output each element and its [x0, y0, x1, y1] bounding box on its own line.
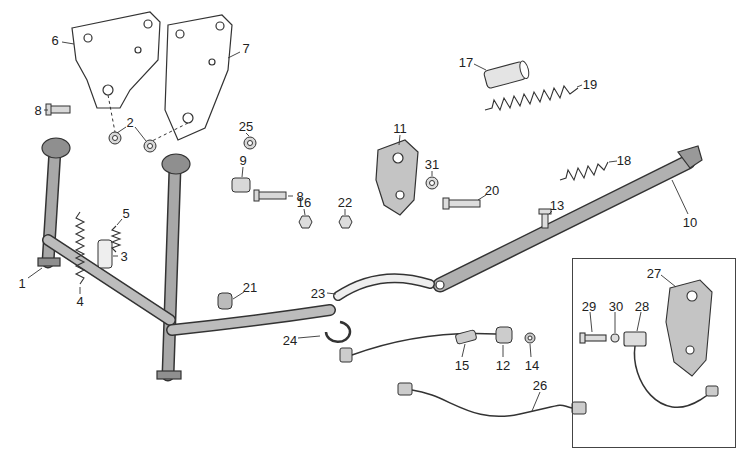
callout-number: 11: [393, 121, 407, 136]
callout-number: 25: [239, 119, 253, 134]
inset-panel: 27 29 30 28: [572, 258, 736, 448]
callout-number: 4: [76, 294, 83, 309]
callout-number: 6: [51, 33, 58, 48]
callout-number: 14: [525, 358, 539, 373]
callout-number: 18: [617, 153, 631, 168]
callout-number: 22: [338, 195, 352, 210]
callout-number: 8: [34, 103, 41, 118]
callout-number: 13: [550, 198, 564, 213]
callout-number: 21: [243, 280, 257, 295]
callout-number: 17: [459, 55, 473, 70]
callout-number: 2: [126, 115, 133, 130]
callout-number: 30: [609, 299, 623, 314]
callout-number: 10: [683, 215, 697, 230]
callout-number: 29: [582, 299, 596, 314]
callout-number: 7: [242, 41, 249, 56]
callout-number: 15: [455, 358, 469, 373]
callout-number: 26: [533, 378, 547, 393]
callout-number: 9: [239, 153, 246, 168]
callout-number: 20: [485, 183, 499, 198]
callout-number: 1: [18, 276, 25, 291]
callout-number: 28: [635, 299, 649, 314]
callout-number: 31: [425, 157, 439, 172]
callout-number: 24: [283, 333, 297, 348]
callout-number: 16: [297, 195, 311, 210]
callout-number: 23: [311, 286, 325, 301]
callout-number: 3: [120, 249, 127, 264]
callout-number: 5: [122, 206, 129, 221]
callout-number: 27: [647, 266, 661, 281]
callout-number: 12: [496, 358, 510, 373]
callout-number: 19: [583, 77, 597, 92]
